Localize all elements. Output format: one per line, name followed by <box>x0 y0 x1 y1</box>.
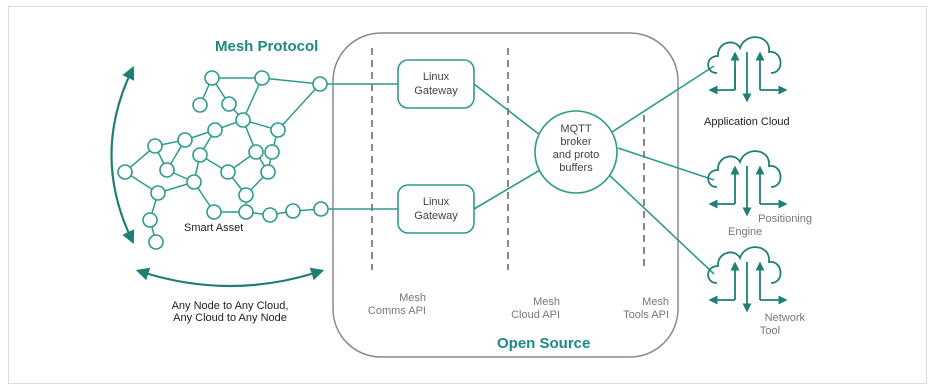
linux-gateway-top <box>397 59 475 109</box>
network-line-2: Tool <box>759 325 781 337</box>
gateway-bottom-line-1: Linux <box>422 196 450 208</box>
smart-asset-label: Smart Asset <box>184 222 244 234</box>
mesh-node-icon <box>235 112 251 128</box>
gateway-top-line-2: Gateway <box>414 85 458 97</box>
broker-line-4: buffers <box>559 162 593 174</box>
mesh-node-icon <box>150 185 166 201</box>
broker-line-1: MQTT <box>560 123 592 135</box>
mesh-node-icon <box>260 164 276 180</box>
network-tool-label: Network Tool <box>735 312 805 338</box>
mesh-node-icon <box>159 162 175 178</box>
open-source-container <box>332 32 679 358</box>
mesh-node-icon <box>186 174 202 190</box>
network-line-1: Network <box>764 312 805 324</box>
mesh-node-icon <box>248 144 264 160</box>
cloud-upload-download-icon <box>707 36 788 103</box>
mesh-node-icon <box>192 97 208 113</box>
comms-api-line-1: Mesh <box>399 292 426 304</box>
cloud-upload-download-icon <box>707 150 788 217</box>
mesh-node-icon <box>177 132 193 148</box>
gateway-bottom-label: Linux Gateway <box>398 195 474 223</box>
mesh-node-icon <box>117 164 133 180</box>
mqtt-broker-circle <box>534 110 618 194</box>
gateway-bottom-line-2: Gateway <box>414 210 458 222</box>
gateway-top-line-1: Linux <box>422 71 450 83</box>
any-node-line-2: Any Cloud to Any Node <box>173 312 287 324</box>
broker-line-3: and proto <box>552 149 600 161</box>
vertical-curved-arrow <box>110 66 135 244</box>
mesh-node-icon <box>207 122 223 138</box>
mesh-node-icon <box>313 201 329 217</box>
mesh-node-icon <box>264 144 280 160</box>
comms-api-label: Mesh Comms API <box>346 292 426 318</box>
mesh-node-icon <box>285 203 301 219</box>
mesh-node-icon <box>221 96 237 112</box>
broker-line-2: broker <box>560 136 592 148</box>
open-source-label: Open Source <box>497 335 591 352</box>
tools-api-line-2: Tools API <box>623 309 669 321</box>
mesh-node-icon <box>262 207 278 223</box>
positioning-engine-label: Positioning Engine <box>728 213 818 239</box>
mesh-node-icon <box>312 76 328 92</box>
comms-api-line-2: Comms API <box>367 305 426 317</box>
cloud-api-line-2: Cloud API <box>511 309 560 321</box>
mesh-node-icon <box>254 70 270 86</box>
mesh-node-icon <box>204 70 220 86</box>
cloud-upload-download-icon <box>707 246 788 313</box>
tools-api-label: Mesh Tools API <box>595 296 669 322</box>
positioning-line-2: Engine <box>728 226 763 238</box>
mesh-node-icon <box>270 122 286 138</box>
mesh-node-icon <box>206 204 222 220</box>
mesh-node-icon <box>148 234 164 250</box>
mesh-nodes <box>117 70 329 250</box>
mesh-node-icon <box>192 147 208 163</box>
horizontal-curved-arrow <box>135 267 325 288</box>
linux-gateway-bottom <box>397 184 475 234</box>
broker-label: MQTT broker and proto buffers <box>536 123 616 175</box>
cloud-api-line-1: Mesh <box>533 296 560 308</box>
gateway-connectors <box>327 65 715 275</box>
mesh-protocol-title: Mesh Protocol <box>215 38 319 55</box>
positioning-line-1: Positioning <box>758 213 812 225</box>
mesh-node-icon <box>147 138 163 154</box>
mesh-node-icon <box>142 212 158 228</box>
any-node-line-1: Any Node to Any Cloud, <box>171 300 289 312</box>
tools-api-line-1: Mesh <box>642 296 669 308</box>
application-cloud-label: Application Cloud <box>704 116 790 128</box>
any-node-caption: Any Node to Any Cloud, Any Cloud to Any … <box>140 300 320 324</box>
cloud-api-label: Mesh Cloud API <box>480 296 560 322</box>
mesh-node-icon <box>220 164 236 180</box>
mesh-node-icon <box>238 187 254 203</box>
mesh-node-icon <box>238 204 254 220</box>
diagram-frame <box>8 6 927 384</box>
gateway-top-label: Linux Gateway <box>398 70 474 98</box>
